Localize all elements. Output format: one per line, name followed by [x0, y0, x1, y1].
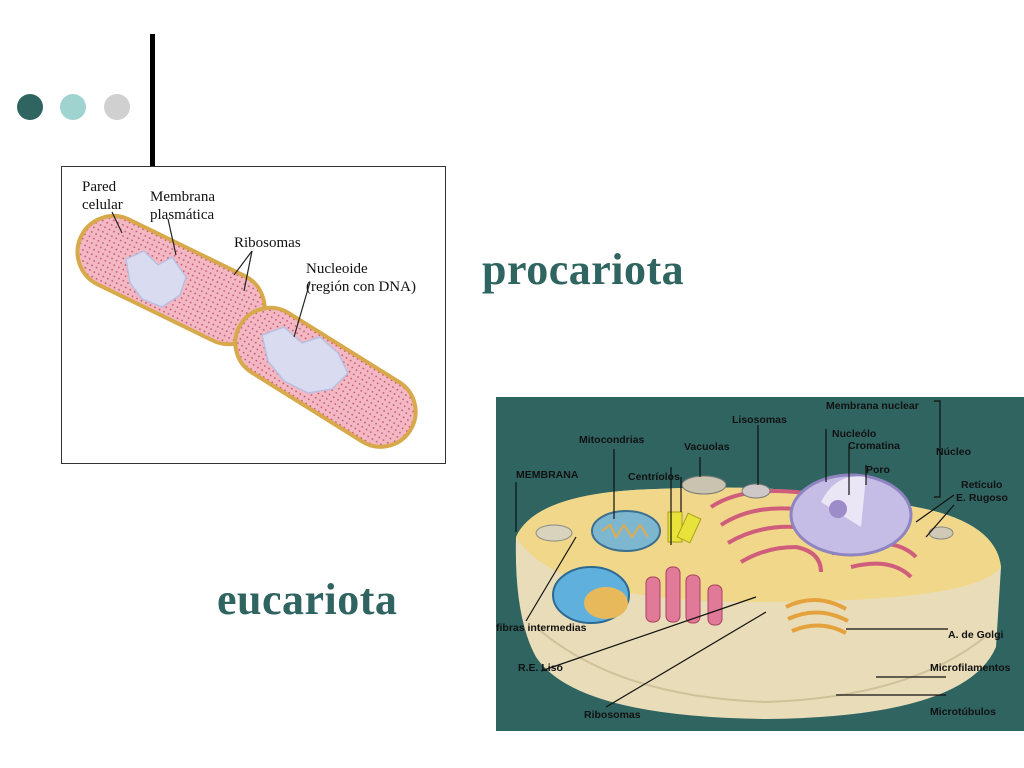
decor-vertical-line: [150, 34, 155, 166]
eucariota-title: eucariota: [217, 575, 398, 624]
label-nucleoide-2: (región con DNA): [306, 279, 416, 295]
decor-dot-dark: [17, 94, 43, 120]
label-reticulo-2: E. Rugoso: [956, 492, 1008, 504]
decor-dot-gray: [104, 94, 130, 120]
label-nucleo: Núcleo: [936, 446, 971, 458]
eucariota-diagram: Membrana nuclear Lisosomas Mitocondrias …: [496, 397, 1024, 731]
label-membrana-2: plasmática: [150, 207, 214, 223]
label-microtubulos: Microtúbulos: [930, 706, 996, 718]
label-centriolos: Centríolos: [628, 471, 680, 483]
label-reticulo-1: Retículo: [961, 479, 1002, 491]
label-nucleolo: Nucleólo: [832, 428, 876, 440]
label-membrana-1: Membrana: [150, 189, 215, 205]
decor-dot-light: [60, 94, 86, 120]
label-mitocondrias: Mitocondrias: [579, 434, 644, 446]
procariota-diagram: Pared celular Membrana plasmática Riboso…: [61, 166, 446, 464]
label-pared-1: Pared: [82, 179, 117, 195]
label-microfilamentos: Microfilamentos: [930, 662, 1011, 674]
label-poro: Poro: [866, 464, 890, 476]
label-cromatina: Cromatina: [848, 440, 900, 452]
label-membrana: MEMBRANA: [516, 469, 579, 481]
label-fibras: fibras intermedias: [496, 622, 587, 634]
label-membrana-nuclear: Membrana nuclear: [826, 400, 919, 412]
procariota-title: procariota: [482, 245, 685, 294]
label-nucleoide-1: Nucleoide: [306, 261, 368, 277]
label-ribosomas: Ribosomas: [234, 235, 301, 251]
label-golgi: A. de Golgi: [948, 629, 1004, 641]
label-lisosomas: Lisosomas: [732, 414, 787, 426]
label-ribosomas-euk: Ribosomas: [584, 709, 641, 721]
label-vacuolas: Vacuolas: [684, 441, 730, 453]
label-pared-2: celular: [82, 197, 123, 213]
label-re-liso: R.E. Liso: [518, 662, 563, 674]
